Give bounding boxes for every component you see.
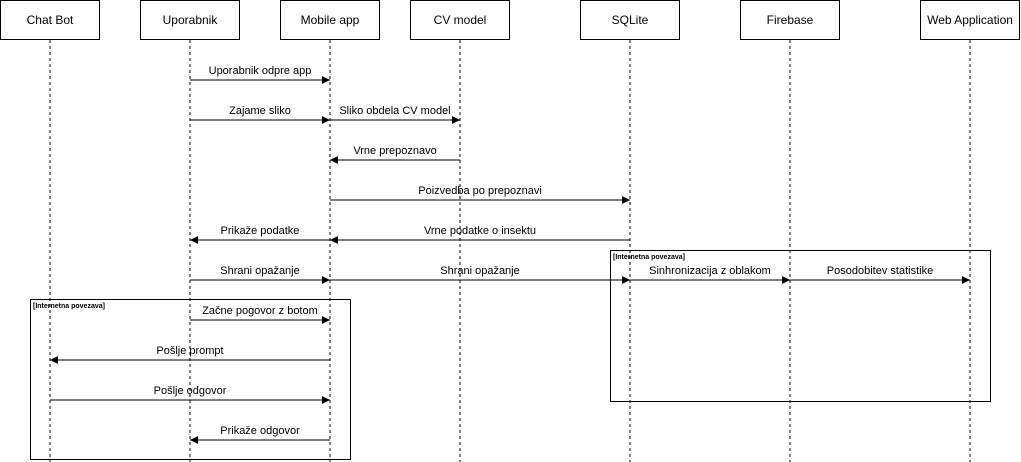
message-arrow: Sinhronizacija z oblakom [630, 265, 790, 284]
participant-box [740, 0, 840, 40]
frames-layer: [Internetna povezava] [Internetna povezav… [30, 250, 991, 460]
participant-label: Chat Bot [27, 13, 74, 27]
message-label: Posodobitev statistike [827, 265, 933, 277]
message-arrow: Zajame sliko [190, 105, 330, 124]
participant-webapp: Web Application [920, 0, 1020, 40]
message-arrow: Shrani opažanje [330, 265, 630, 284]
frame-box [610, 250, 991, 402]
message-label: Pošlje prompt [156, 345, 223, 357]
message-arrow: Pošlje odgovor [50, 385, 330, 404]
participant-label: SQLite [612, 13, 649, 27]
message-arrow: Začne pogovor z botom [190, 305, 330, 324]
message-label: Vrne prepoznavo [353, 145, 436, 157]
message-label: Sliko obdela CV model [339, 105, 450, 117]
participant-label: Mobile app [301, 13, 360, 27]
participants-layer: Chat Bot Uporabnik Mobile app CV model SQLit… [0, 0, 1020, 40]
participant-box [410, 0, 510, 40]
message-label: Uporabnik odpre app [209, 65, 312, 77]
participant-sqlite: SQLite [580, 0, 680, 40]
participant-firebase: Firebase [740, 0, 840, 40]
message-arrow: Vrne podatke o insektu [330, 225, 630, 244]
message-label: Shrani opažanje [440, 265, 520, 277]
message-arrow: Shrani opažanje [190, 265, 330, 284]
participant-cv: CV model [410, 0, 510, 40]
participant-box [140, 0, 240, 40]
message-arrow: Prikaže odgovor [190, 425, 330, 444]
message-arrow: Posodobitev statistike [790, 265, 970, 284]
message-label: Zajame sliko [229, 105, 291, 117]
participant-box [280, 0, 380, 40]
participant-box [580, 0, 680, 40]
participant-uporabnik: Uporabnik [140, 0, 240, 40]
participant-box [920, 0, 1020, 40]
frame-internetna-povezava: [Internetna povezava] [30, 299, 351, 460]
message-label: Pošlje odgovor [154, 385, 227, 397]
participant-label: Web Application [927, 13, 1013, 27]
message-label: Poizvedba po prepoznavi [418, 185, 542, 197]
message-label: Prikaže podatke [221, 225, 300, 237]
message-label: Prikaže odgovor [220, 425, 300, 437]
participant-label: Firebase [767, 13, 814, 27]
frame-label: [Internetna povezava] [613, 254, 685, 261]
message-label: Sinhronizacija z oblakom [649, 265, 771, 277]
frame-box [30, 299, 351, 460]
message-arrow: Poizvedba po prepoznavi [330, 185, 630, 204]
message-label: Vrne podatke o insektu [424, 225, 536, 237]
participant-chatbot: Chat Bot [0, 0, 100, 40]
message-arrow: Pošlje prompt [50, 345, 330, 364]
participant-box [0, 0, 100, 40]
frame-internetna-povezava: [Internetna povezava] [610, 250, 991, 402]
frame-label: [Internetna povezava] [33, 303, 105, 310]
message-label: Shrani opažanje [220, 265, 300, 277]
message-arrow: Uporabnik odpre app [190, 65, 330, 84]
message-arrow: Prikaže podatke [190, 225, 330, 244]
message-arrow: Sliko obdela CV model [330, 105, 460, 124]
participant-mobile: Mobile app [280, 0, 380, 40]
participant-label: CV model [434, 13, 487, 27]
message-label: Začne pogovor z botom [202, 305, 318, 317]
participant-label: Uporabnik [163, 13, 219, 27]
message-arrow: Vrne prepoznavo [330, 145, 460, 164]
